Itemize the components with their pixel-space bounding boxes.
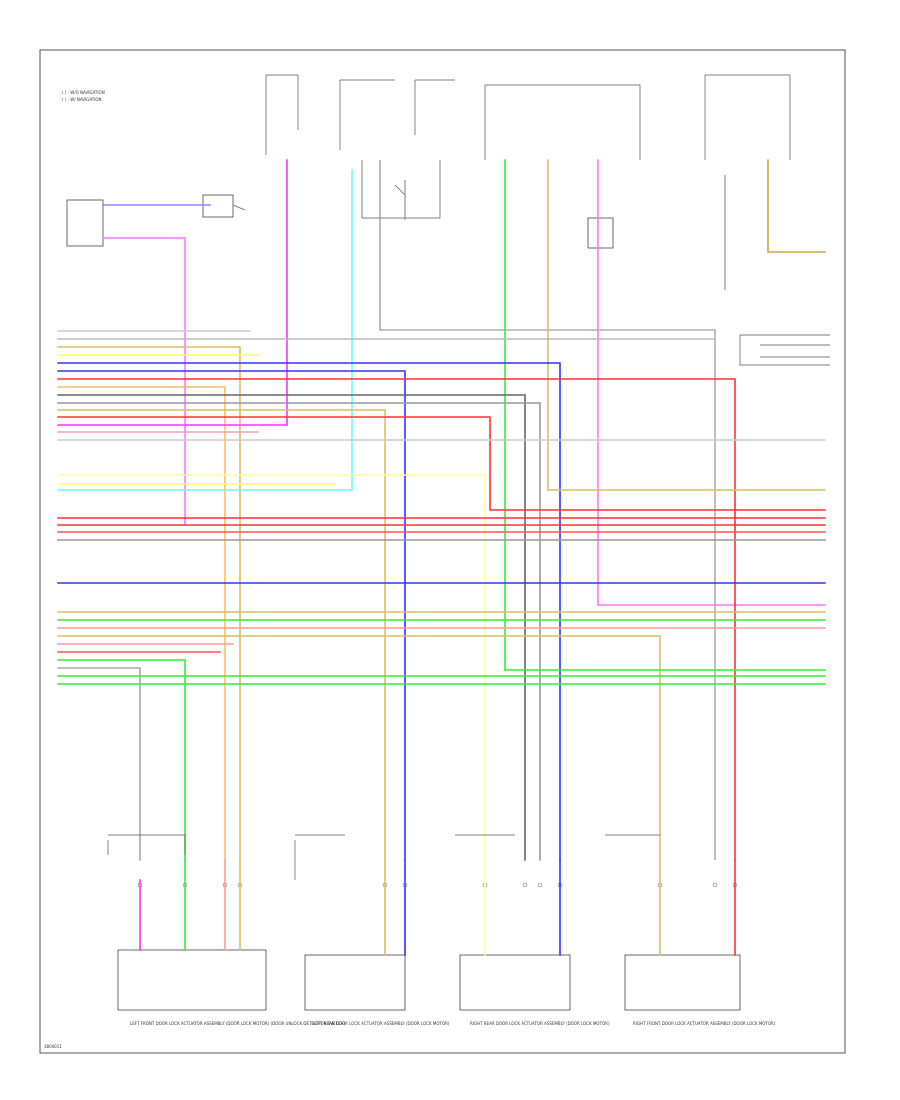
top-drop-wires (286, 159, 826, 671)
sensor-wiring (102, 204, 246, 526)
diagram-frame (39, 49, 846, 1054)
legend-item-1: ( ) : W/O NAVIGATION (62, 90, 105, 95)
module-stubs (139, 859, 736, 956)
harness-bus-2 (57, 474, 826, 861)
harness-bus (57, 330, 826, 861)
lock-actuator-3: RIGHT REAR DOOR LOCK ACTUATOR ASSEMBLY (… (455, 834, 610, 1026)
actuator-2-label: LEFT REAR DOOR LOCK ACTUATOR ASSEMBLY (D… (313, 1021, 450, 1026)
top-components (66, 74, 830, 366)
lock-actuator-2: LEFT REAR DOOR LOCK ACTUATOR ASSEMBLY (D… (294, 834, 450, 1026)
legend-item-2: ( ) : W/ NAVIGATION (62, 97, 102, 102)
actuator-4-label: RIGHT FRONT DOOR LOCK ACTUATOR ASSEMBLY … (633, 1021, 776, 1026)
actuator-3-label: RIGHT REAR DOOR LOCK ACTUATOR ASSEMBLY (… (470, 1021, 610, 1026)
footer-code: 3804011 (44, 1044, 62, 1049)
actuator-1-label: LEFT FRONT DOOR LOCK ACTUATOR ASSEMBLY (… (130, 1021, 345, 1026)
lock-actuator-4: RIGHT FRONT DOOR LOCK ACTUATOR ASSEMBLY … (605, 834, 776, 1026)
